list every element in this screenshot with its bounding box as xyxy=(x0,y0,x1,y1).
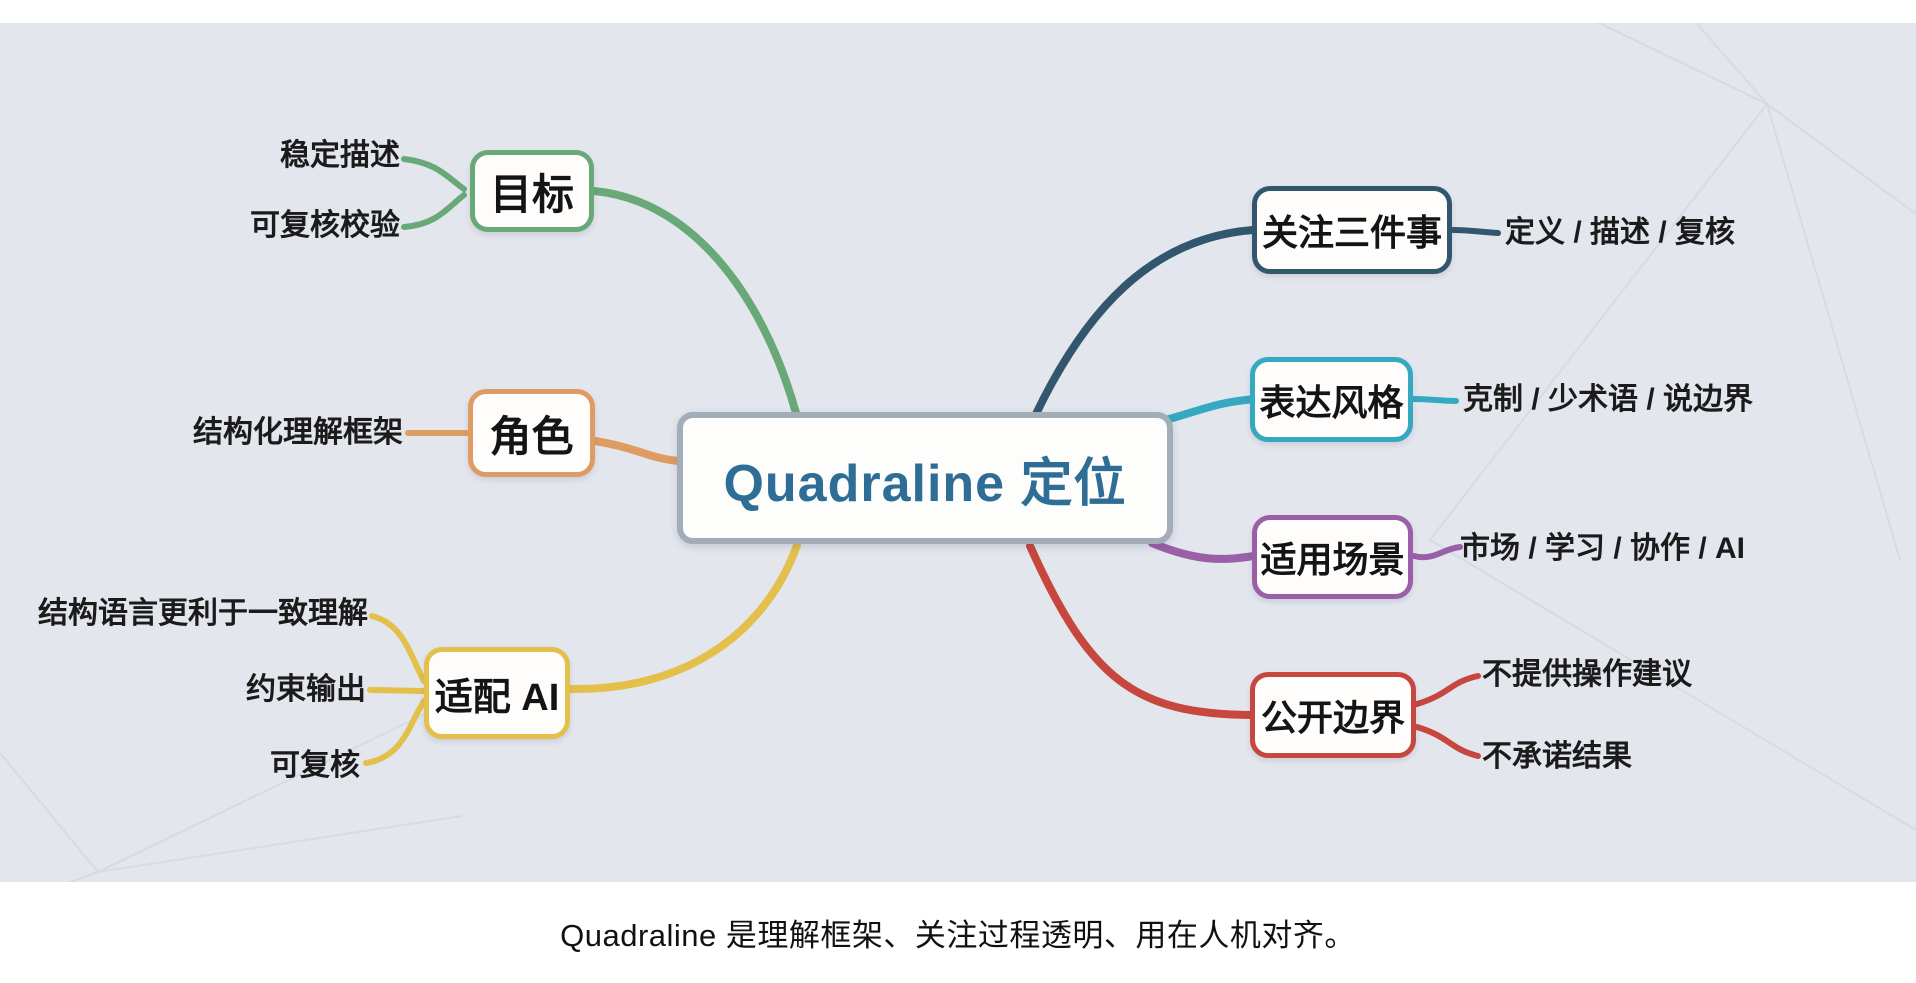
branch-curve-style xyxy=(1162,395,1260,424)
leaf-curve-bounds-0 xyxy=(1414,673,1481,707)
top-margin-strip xyxy=(0,0,1916,23)
node-style-label: 表达风格 xyxy=(1259,381,1404,423)
leaf-ai-2[interactable]: 可复核 xyxy=(270,749,360,782)
node-three[interactable]: 关注三件事 xyxy=(1252,186,1452,274)
central-node-label: Quadraline 定位 xyxy=(723,454,1127,513)
pattern-line xyxy=(1674,0,1768,105)
leaf-ai-0[interactable]: 结构语言更利于一致理解 xyxy=(38,597,368,630)
branch-curve-bounds xyxy=(1026,542,1255,719)
node-scenes[interactable]: 适用场景 xyxy=(1252,515,1413,599)
caption-band: Quadraline 是理解框架、关注过程透明、用在人机对齐。 xyxy=(0,882,1916,983)
leaf-bounds-0[interactable]: 不提供操作建议 xyxy=(1482,658,1692,691)
leaf-role-0[interactable]: 结构化理解框架 xyxy=(193,416,403,449)
leaf-three-0[interactable]: 定义 / 描述 / 复核 xyxy=(1505,216,1736,249)
node-bounds[interactable]: 公开边界 xyxy=(1250,672,1416,758)
node-goal[interactable]: 目标 xyxy=(470,150,594,232)
caption-text: Quadraline 是理解框架、关注过程透明、用在人机对齐。 xyxy=(560,918,1356,953)
node-ai[interactable]: 适配 AI xyxy=(424,647,570,739)
leaf-goal-0[interactable]: 稳定描述 xyxy=(280,139,400,172)
pattern-line xyxy=(1766,103,1916,215)
branch-curve-role xyxy=(591,437,682,465)
node-ai-label: 适配 AI xyxy=(434,676,560,719)
leaf-curve-ai-2 xyxy=(363,698,427,766)
leaf-bounds-1[interactable]: 不承诺结果 xyxy=(1482,740,1632,773)
node-style[interactable]: 表达风格 xyxy=(1250,357,1413,442)
node-goal-label: 目标 xyxy=(489,170,574,218)
central-node[interactable]: Quadraline 定位 xyxy=(677,412,1173,544)
pattern-lines xyxy=(0,0,1916,909)
branch-curve-ai xyxy=(567,541,801,694)
branch-curve-goal xyxy=(590,187,800,417)
node-scenes-label: 适用场景 xyxy=(1260,539,1405,580)
leaf-curve-ai-0 xyxy=(369,613,427,684)
leaf-curve-ai-1 xyxy=(367,687,427,694)
leaf-ai-1[interactable]: 约束输出 xyxy=(246,673,366,706)
leaf-curve-scenes-0 xyxy=(1411,544,1463,561)
branch-curve-scenes xyxy=(1148,539,1258,563)
pattern-line xyxy=(97,815,463,873)
leaf-scenes-0[interactable]: 市场 / 学习 / 协作 / AI xyxy=(1460,532,1746,565)
leaf-curve-three-0 xyxy=(1450,227,1501,236)
pattern-line xyxy=(1766,103,1901,561)
leaf-goal-1[interactable]: 可复核校验 xyxy=(250,209,400,242)
pattern-line xyxy=(1429,103,1768,541)
node-role-label: 角色 xyxy=(489,412,574,460)
node-bounds-label: 公开边界 xyxy=(1260,697,1405,738)
pattern-line xyxy=(0,752,99,873)
pattern-line xyxy=(1429,539,1916,831)
node-role[interactable]: 角色 xyxy=(468,389,595,477)
leaf-curve-goal-1 xyxy=(401,192,467,230)
leaf-curve-bounds-1 xyxy=(1414,724,1481,759)
leaf-curve-style-0 xyxy=(1411,396,1459,404)
node-three-label: 关注三件事 xyxy=(1261,212,1442,253)
branch-curve-three xyxy=(1032,226,1257,418)
leaf-curve-goal-0 xyxy=(401,156,467,192)
leaf-style-0[interactable]: 克制 / 少术语 / 说边界 xyxy=(1463,383,1754,416)
